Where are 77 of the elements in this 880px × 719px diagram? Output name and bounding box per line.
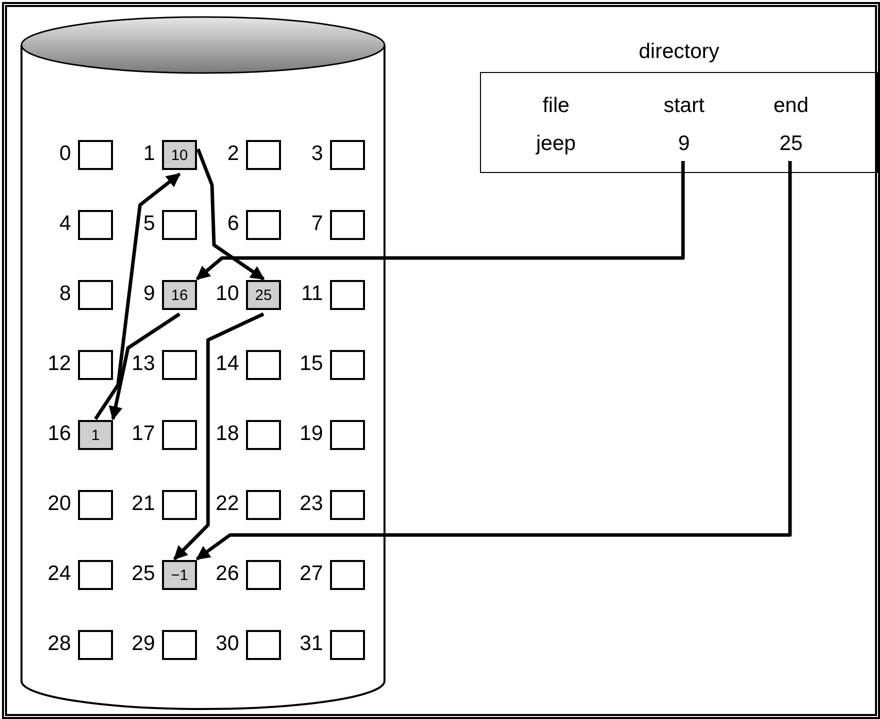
disk-block bbox=[330, 420, 365, 450]
disk-block bbox=[246, 560, 281, 590]
disk-block bbox=[330, 560, 365, 590]
block-number: 30 bbox=[214, 631, 239, 657]
disk-block bbox=[330, 210, 365, 240]
block-number: 23 bbox=[298, 491, 323, 517]
disk-block bbox=[330, 350, 365, 380]
block-number: 19 bbox=[298, 421, 323, 447]
block-number: 0 bbox=[58, 141, 71, 167]
disk-block: 16 bbox=[162, 280, 197, 310]
block-number: 28 bbox=[46, 631, 71, 657]
block-number: 7 bbox=[310, 211, 323, 237]
block-number: 26 bbox=[214, 561, 239, 587]
disk-block bbox=[162, 630, 197, 660]
disk-block bbox=[162, 350, 197, 380]
disk-block: −1 bbox=[162, 560, 197, 590]
block-number: 1 bbox=[142, 141, 155, 167]
block-number: 27 bbox=[298, 561, 323, 587]
block-number: 25 bbox=[130, 561, 155, 587]
table-cell: 25 bbox=[771, 131, 811, 157]
block-number: 24 bbox=[46, 561, 71, 587]
disk-block bbox=[246, 350, 281, 380]
disk-block bbox=[246, 630, 281, 660]
arrow bbox=[196, 161, 685, 280]
arrow bbox=[196, 161, 792, 560]
disk-block: 25 bbox=[246, 280, 281, 310]
disk-block bbox=[78, 350, 113, 380]
block-number: 12 bbox=[46, 351, 71, 377]
block-number: 17 bbox=[130, 421, 155, 447]
arrow bbox=[173, 312, 264, 560]
block-number: 11 bbox=[300, 281, 323, 307]
disk-block bbox=[78, 210, 113, 240]
table-cell: 9 bbox=[664, 131, 704, 157]
disk-block bbox=[246, 140, 281, 170]
disk-block bbox=[78, 630, 113, 660]
disk-block bbox=[246, 420, 281, 450]
block-number: 4 bbox=[58, 211, 71, 237]
disk-block bbox=[330, 490, 365, 520]
disk-block bbox=[162, 210, 197, 240]
disk-block bbox=[246, 490, 281, 520]
block-number: 22 bbox=[214, 491, 239, 517]
arrow bbox=[196, 148, 265, 280]
disk-block bbox=[78, 490, 113, 520]
disk-block bbox=[78, 140, 113, 170]
disk-block bbox=[162, 490, 197, 520]
disk-block bbox=[330, 140, 365, 170]
table-cell-text: jeep bbox=[534, 131, 577, 157]
block-number: 14 bbox=[214, 351, 239, 377]
disk-block bbox=[330, 280, 365, 310]
disk-block bbox=[78, 560, 113, 590]
block-number: 6 bbox=[226, 211, 239, 237]
table-heading: directory bbox=[638, 40, 720, 64]
disk-block: 10 bbox=[162, 140, 197, 170]
block-number: 5 bbox=[142, 211, 155, 237]
table-header: start bbox=[662, 93, 706, 119]
block-number: 13 bbox=[130, 351, 155, 377]
block-number: 2 bbox=[226, 141, 239, 167]
disk-block bbox=[78, 280, 113, 310]
table-header: file bbox=[542, 93, 570, 119]
block-number: 15 bbox=[298, 351, 323, 377]
block-number: 3 bbox=[310, 141, 323, 167]
table-header: end bbox=[772, 93, 810, 119]
block-number: 10 bbox=[214, 281, 239, 307]
block-number: 29 bbox=[130, 631, 155, 657]
block-number: 31 bbox=[298, 631, 323, 657]
block-number: 16 bbox=[46, 421, 71, 447]
block-number: 8 bbox=[58, 281, 71, 307]
arrow bbox=[94, 172, 181, 420]
block-number: 9 bbox=[142, 281, 155, 307]
arrow bbox=[108, 312, 180, 420]
disk-block bbox=[246, 210, 281, 240]
block-number: 21 bbox=[130, 491, 155, 517]
disk-block bbox=[162, 420, 197, 450]
disk-block bbox=[330, 630, 365, 660]
block-number: 18 bbox=[214, 421, 239, 447]
disk-block: 1 bbox=[78, 420, 113, 450]
block-number: 20 bbox=[46, 491, 71, 517]
